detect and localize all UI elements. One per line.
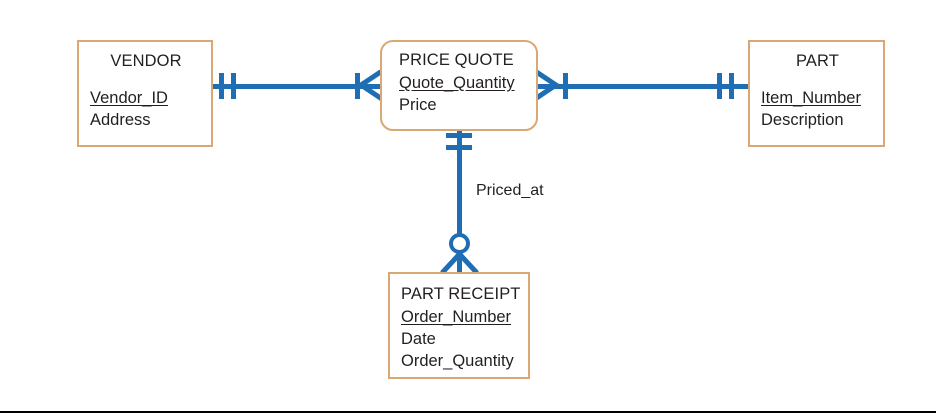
entity-part-attribute-key: Item_Number [761, 89, 861, 107]
entity-part-attribute-description: Description [761, 111, 844, 129]
cardinality-tick-vendor-outer [219, 73, 224, 99]
entity-part-receipt-content: PART RECEIPT Order_Number Date Order_Qua… [401, 283, 521, 372]
entity-price-quote-content: PRICE QUOTE Quote_Quantity Price [399, 49, 527, 116]
cardinality-tick-vendor-inner [231, 73, 236, 99]
connector-vendor-price-quote [212, 84, 382, 89]
entity-vendor-content: VENDOR Vendor_ID Address [90, 50, 202, 131]
entity-part-receipt-attribute-key: Order_Number [401, 308, 512, 326]
crowsfoot-part-receipt [440, 252, 479, 275]
entity-price-quote-attribute-price: Price [399, 96, 437, 114]
crowsfoot-price-quote-right [533, 70, 559, 102]
entity-vendor-attribute-address: Address [90, 111, 151, 129]
entity-part-receipt[interactable]: PART RECEIPT Order_Number Date Order_Qua… [388, 272, 530, 379]
cardinality-tick-part-outer [729, 73, 734, 99]
entity-vendor[interactable]: VENDOR Vendor_ID Address [77, 40, 213, 147]
cardinality-tick-priced-at-upper [446, 133, 472, 138]
relationship-label-priced-at: Priced_at [476, 182, 544, 199]
crowsfoot-price-quote-left [358, 70, 384, 102]
entity-part-receipt-title: PART RECEIPT [401, 285, 521, 303]
entity-part-receipt-attribute-order-quantity: Order_Quantity [401, 352, 514, 370]
connector-priced-at [457, 130, 462, 272]
cardinality-tick-price-quote-left [355, 73, 360, 99]
entity-price-quote-attribute-key: Quote_Quantity [399, 74, 515, 92]
bottom-divider [0, 411, 936, 413]
entity-part-content: PART Item_Number Description [761, 50, 874, 131]
spacer [761, 73, 874, 87]
cardinality-tick-price-quote-right [563, 73, 568, 99]
optional-zero-circle-part-receipt [449, 233, 470, 254]
entity-vendor-attribute-key: Vendor_ID [90, 89, 168, 107]
entity-vendor-title: VENDOR [110, 52, 182, 70]
entity-price-quote-title: PRICE QUOTE [399, 51, 514, 69]
entity-price-quote[interactable]: PRICE QUOTE Quote_Quantity Price [380, 40, 538, 131]
connector-price-quote-part [537, 84, 748, 89]
cardinality-tick-part-inner [717, 73, 722, 99]
entity-part[interactable]: PART Item_Number Description [748, 40, 885, 147]
cardinality-tick-priced-at-lower [446, 145, 472, 150]
spacer [90, 73, 202, 87]
entity-part-title: PART [796, 52, 839, 70]
entity-part-receipt-attribute-date: Date [401, 330, 436, 348]
